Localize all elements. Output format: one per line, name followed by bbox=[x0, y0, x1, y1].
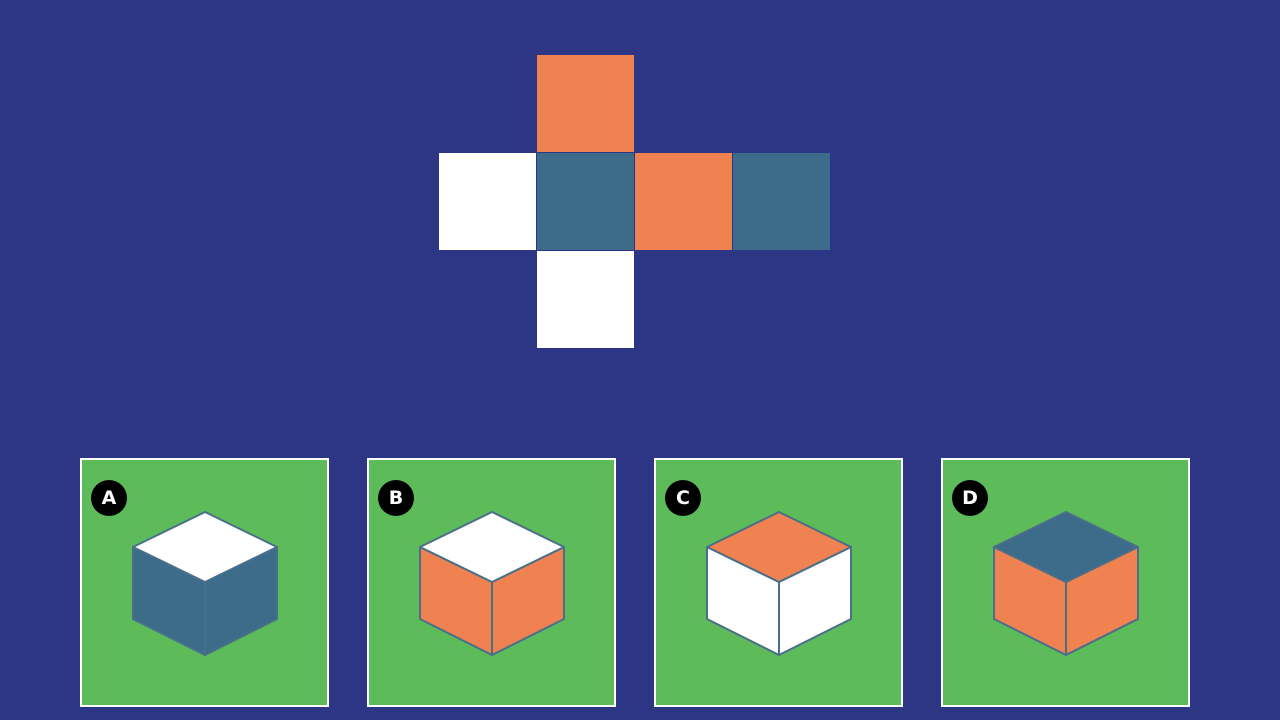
net-face-far-right bbox=[733, 153, 830, 250]
option-c-top-face bbox=[706, 511, 852, 583]
option-b[interactable]: B bbox=[367, 458, 616, 707]
option-a-cube bbox=[132, 511, 278, 656]
option-d[interactable]: D bbox=[941, 458, 1190, 707]
net-face-right bbox=[635, 153, 732, 250]
option-d-cube bbox=[993, 511, 1139, 656]
option-a[interactable]: A bbox=[80, 458, 329, 707]
net-face-center bbox=[537, 153, 634, 250]
option-c[interactable]: C bbox=[654, 458, 903, 707]
net-face-top bbox=[537, 55, 634, 152]
option-d-top-face bbox=[993, 511, 1139, 583]
option-a-badge: A bbox=[91, 480, 127, 516]
option-b-top-face bbox=[419, 511, 565, 583]
option-b-cube bbox=[419, 511, 565, 656]
option-d-badge: D bbox=[952, 480, 988, 516]
net-face-bottom bbox=[537, 251, 634, 348]
net-face-left bbox=[439, 153, 536, 250]
option-c-cube bbox=[706, 511, 852, 656]
option-c-badge: C bbox=[665, 480, 701, 516]
option-a-top-face bbox=[132, 511, 278, 583]
option-b-badge: B bbox=[378, 480, 414, 516]
